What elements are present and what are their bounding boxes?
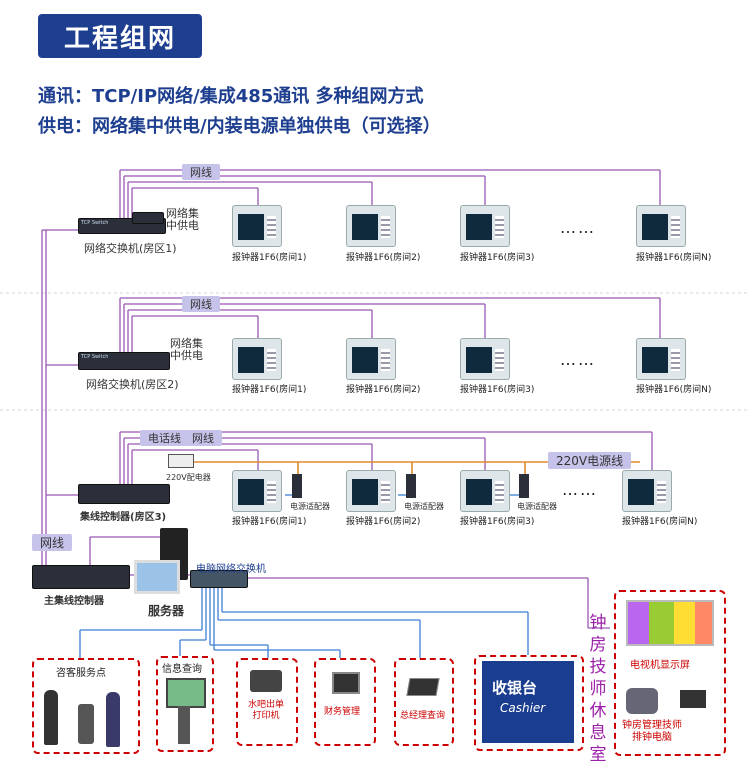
zone2-switch-tag: TCP Switch [81, 354, 109, 360]
zone3-adapter-caption: 电源适配器 [517, 502, 557, 511]
zone2-device-1 [232, 338, 282, 380]
kiosk-stand-icon [178, 706, 190, 744]
zone3-power-distributor [168, 454, 194, 468]
person-icon [44, 690, 58, 745]
customer-service-label: 咨客服务点 [56, 668, 106, 679]
zone3-device-label: 报钟器1F6(房间1) [232, 517, 307, 527]
scheduling-pc-label: 钟房管理技师 排钟电脑 [622, 720, 682, 743]
pc-network-switch [190, 570, 248, 588]
finance-label: 财务管理 [324, 707, 361, 717]
person-icon [106, 692, 120, 747]
bar-printer-label: 水吧出单 打印机 [248, 700, 285, 721]
zone3-device-2 [346, 470, 396, 512]
zone3-adapter-caption: 电源适配器 [290, 502, 330, 511]
zone1-more-dots: …… [560, 218, 596, 237]
info-query-box: 信息查询 [156, 656, 214, 752]
zone3-more-dots: …… [562, 480, 598, 499]
zone1-device-3 [460, 205, 510, 247]
finance-box: 财务管理 [314, 658, 376, 746]
zone3-power-label: 220V电源线 [548, 452, 632, 469]
zone2-device-label: 报钟器1F6(房间N) [636, 385, 712, 395]
zone3-adapter-caption: 电源适配器 [404, 502, 444, 511]
scheduling-computer-icon [680, 690, 706, 708]
tech-rest-room-label: 钟房技师休息室 [589, 613, 607, 765]
cashier-box: 收银台 Cashier [474, 655, 584, 751]
zone1-wire-label: 网线 [182, 164, 220, 180]
cashier-cn-label: 收银台 [492, 679, 538, 697]
tv-display-icon [626, 600, 714, 646]
main-controller-label: 主集线控制器 [44, 596, 104, 607]
zone3-adapter-label: 220V配电器 [166, 473, 211, 482]
zone3-power-adapter [519, 474, 529, 498]
zone3-hub-controller [78, 484, 170, 504]
zone3-power-adapter [292, 474, 302, 498]
zone2-device-label: 报钟器1F6(房间1) [232, 385, 307, 395]
laptop-icon [406, 678, 440, 696]
zone3-device-1 [232, 470, 282, 512]
technicians-icon [626, 688, 658, 714]
zone3-device-n [622, 470, 672, 512]
zone2-device-label: 报钟器1F6(房间3) [460, 385, 535, 395]
zone3-controller-label: 集线控制器(房区3) [80, 512, 167, 523]
customer-service-box: 咨客服务点 [32, 658, 140, 754]
kiosk-icon [78, 704, 94, 744]
server-monitor [134, 560, 180, 594]
bar-printer-box: 水吧出单 打印机 [236, 658, 298, 746]
zone1-device-label: 报钟器1F6(房间2) [346, 253, 421, 263]
zone1-device-1 [232, 205, 282, 247]
manager-query-label: 总经理查询 [400, 711, 446, 721]
info-query-label: 信息查询 [162, 664, 202, 675]
zone3-wire-label: 网线 [184, 430, 222, 446]
printer-icon [250, 670, 282, 692]
zone3-power-adapter [406, 474, 416, 498]
core-wire-label: 网线 [32, 534, 73, 551]
server-label: 服务器 [148, 604, 185, 618]
zone3-device-label: 报钟器1F6(房间N) [622, 517, 698, 527]
zone2-wire-label: 网线 [182, 296, 220, 312]
zone1-device-label: 报钟器1F6(房间1) [232, 253, 307, 263]
computer-icon [332, 672, 360, 694]
kiosk-screen-icon [166, 678, 206, 708]
zone3-device-label: 报钟器1F6(房间2) [346, 517, 421, 527]
zone1-switch-module [132, 212, 164, 224]
zone1-device-2 [346, 205, 396, 247]
main-hub-controller [32, 565, 130, 589]
zone2-device-3 [460, 338, 510, 380]
manager-query-box: 总经理查询 [394, 658, 454, 746]
zone2-network-switch: TCP Switch [78, 352, 170, 370]
power-info: 供电：网络集中供电/内装电源单独供电（可选择） [38, 116, 441, 137]
pc-switch-label: 电脑网络交换机 [196, 564, 266, 575]
zone2-power-note: 网络集 中供电 [170, 337, 203, 362]
zone1-switch-label: 网络交换机(房区1) [84, 242, 177, 255]
zone2-more-dots: …… [560, 350, 596, 369]
communication-info: 通讯：TCP/IP网络/集成485通讯 多种组网方式 [38, 86, 424, 107]
zone1-device-label: 报钟器1F6(房间N) [636, 253, 712, 263]
tv-screen-label: 电视机显示屏 [630, 660, 690, 671]
zone3-device-label: 报钟器1F6(房间3) [460, 517, 535, 527]
zone1-device-n [636, 205, 686, 247]
zone2-switch-label: 网络交换机(房区2) [86, 378, 179, 391]
zone1-power-note: 网络集 中供电 [166, 207, 199, 232]
cashier-sign: 收银台 Cashier [482, 661, 574, 743]
zone3-device-3 [460, 470, 510, 512]
zone2-device-2 [346, 338, 396, 380]
zone1-switch-tag: TCP Switch [81, 220, 109, 226]
zone2-device-label: 报钟器1F6(房间2) [346, 385, 421, 395]
tech-room-box: 电视机显示屏 钟房管理技师 排钟电脑 [614, 590, 726, 756]
zone3-phone-wire-label: 电话线 [140, 430, 189, 446]
zone1-device-label: 报钟器1F6(房间3) [460, 253, 535, 263]
page-title: 工程组网 [38, 14, 202, 58]
zone2-device-n [636, 338, 686, 380]
cashier-en-label: Cashier [500, 701, 546, 715]
